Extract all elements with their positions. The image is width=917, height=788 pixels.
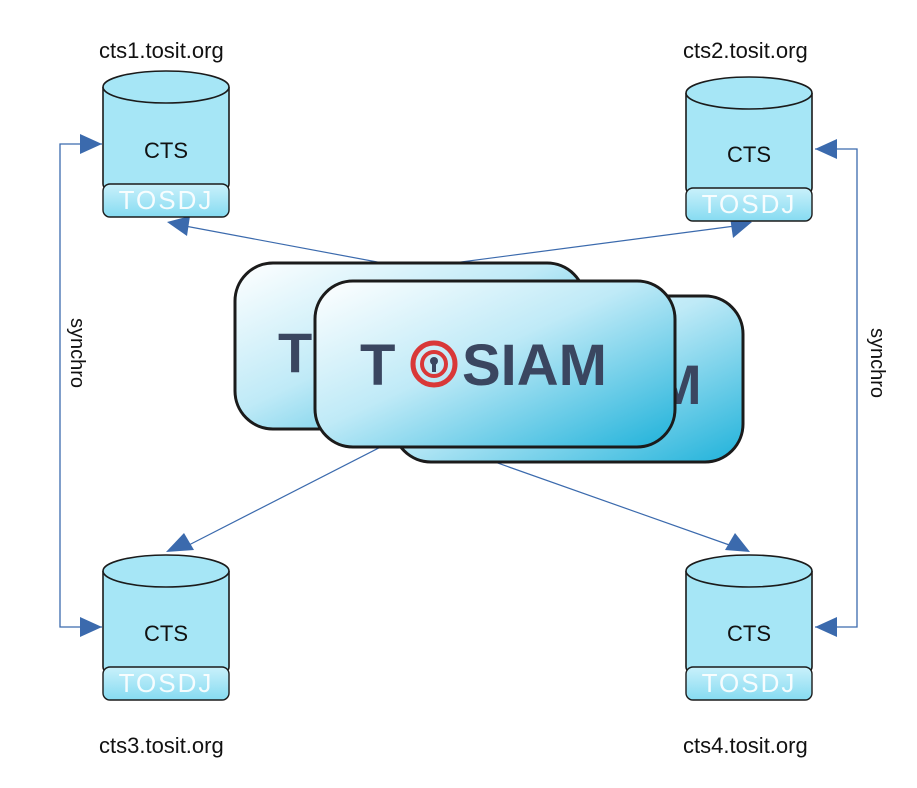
arrowhead-left-top <box>80 134 102 154</box>
cts-label: CTS <box>727 142 771 167</box>
tosdj-badge-label: TOSDJ <box>702 189 797 219</box>
arrowhead-cts3 <box>166 533 194 552</box>
tosdj-badge <box>685 666 813 701</box>
arrowhead-cts2 <box>730 217 752 238</box>
tosdj-badge <box>685 187 813 222</box>
cts-db-cts3: CTS TOSDJ <box>102 554 230 701</box>
cts-label: CTS <box>144 138 188 163</box>
tosdj-badge <box>102 183 230 218</box>
sync-label-right: synchro <box>866 328 888 398</box>
tosiam-brand-prefix: T <box>360 333 395 398</box>
arrowhead-cts1 <box>167 216 190 236</box>
host-label-cts3: cts3.tosit.org <box>99 733 224 758</box>
cts-db-cts1: CTS TOSDJ <box>102 70 230 218</box>
cts-db-cts2: CTS TOSDJ <box>685 76 813 222</box>
tosiam-panel-front <box>313 279 677 449</box>
tosiam-cluster: T M T SIAM <box>233 261 745 464</box>
host-label-cts1: cts1.tosit.org <box>99 38 224 63</box>
sync-connector-right <box>815 148 858 628</box>
tosiam-brand-suffix: SIAM <box>462 333 607 398</box>
arrowhead-right-top <box>815 139 837 159</box>
host-label-cts2: cts2.tosit.org <box>683 38 808 63</box>
cts-db-cts4: CTS TOSDJ <box>685 554 813 701</box>
sync-label-left: synchro <box>66 318 88 388</box>
tosdj-badge <box>102 666 230 701</box>
tosiam-fingerprint-icon <box>410 340 458 388</box>
tosdj-badge-label: TOSDJ <box>119 668 214 698</box>
arrowhead-left-bottom <box>80 617 102 637</box>
host-label-cts4: cts4.tosit.org <box>683 733 808 758</box>
cts-label: CTS <box>144 621 188 646</box>
arrowhead-right-bottom <box>815 617 837 637</box>
arrowhead-cts4 <box>725 533 750 552</box>
tosdj-badge-label: TOSDJ <box>119 185 214 215</box>
tosiam-back-letter-left: T <box>278 321 312 384</box>
cts-label: CTS <box>727 621 771 646</box>
tosdj-badge-label: TOSDJ <box>702 668 797 698</box>
